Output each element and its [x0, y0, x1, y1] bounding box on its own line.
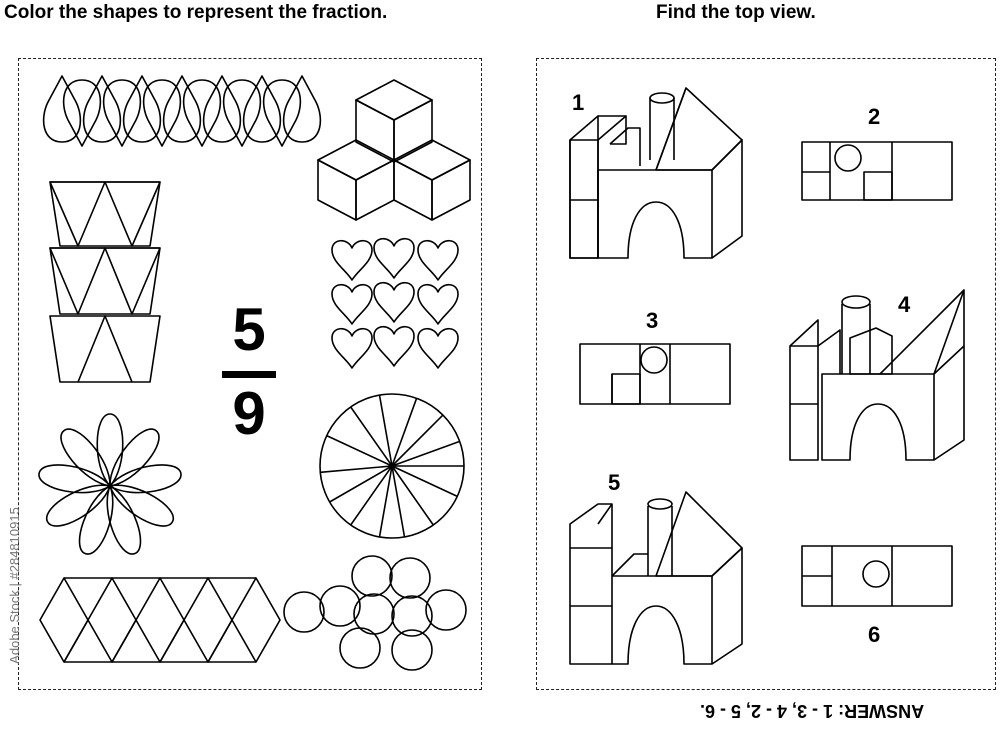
- flower: [38, 413, 182, 555]
- teardrop-row: [42, 75, 322, 147]
- pie-spoke: [391, 465, 434, 526]
- right-title: Find the top view.: [656, 2, 816, 23]
- label-4: 4: [898, 292, 911, 317]
- diamond-grid: [39, 577, 281, 663]
- triangle-stack: [49, 181, 161, 383]
- top-view-3: [579, 343, 731, 405]
- circles-group: [283, 555, 467, 671]
- left-title: Color the shapes to represent the fracti…: [4, 2, 388, 23]
- pie-spoke: [350, 406, 393, 467]
- top-view-2: [801, 141, 953, 201]
- hearts-group: [331, 237, 459, 369]
- fraction-numerator: 5: [232, 296, 266, 363]
- pie-spoke: [391, 440, 460, 467]
- pie-circle: [319, 393, 465, 539]
- label-2: 2: [868, 104, 881, 129]
- pie-spoke: [378, 465, 393, 538]
- label-1: 1: [572, 90, 585, 115]
- fraction-bar: [222, 371, 276, 378]
- pie-spoke: [391, 414, 444, 467]
- label-5: 5: [608, 470, 621, 495]
- pie-spoke: [391, 465, 406, 538]
- pie-spoke: [391, 398, 418, 467]
- pie-spoke: [320, 465, 393, 474]
- pie-spoke: [350, 465, 393, 526]
- fraction-panel: [18, 58, 482, 690]
- label-6: 6: [868, 622, 881, 647]
- castle-1: [569, 87, 743, 259]
- pie-spoke: [391, 465, 458, 498]
- castle-5: [569, 491, 743, 665]
- pie-spoke: [326, 434, 393, 467]
- watermark: Adobe Stock | #284810915: [6, 507, 22, 664]
- answer-text: ANSWER: 1 - 3, 4 - 2, 5 - 6.: [700, 701, 925, 721]
- fraction-denominator: 9: [232, 380, 266, 447]
- cubes-group: [317, 79, 471, 221]
- label-3: 3: [646, 308, 659, 333]
- castle-4: [789, 289, 965, 461]
- pie-spoke: [378, 394, 393, 467]
- top-view-6: [801, 545, 953, 607]
- top-view-panel: [536, 58, 996, 690]
- pie-spoke: [329, 465, 393, 503]
